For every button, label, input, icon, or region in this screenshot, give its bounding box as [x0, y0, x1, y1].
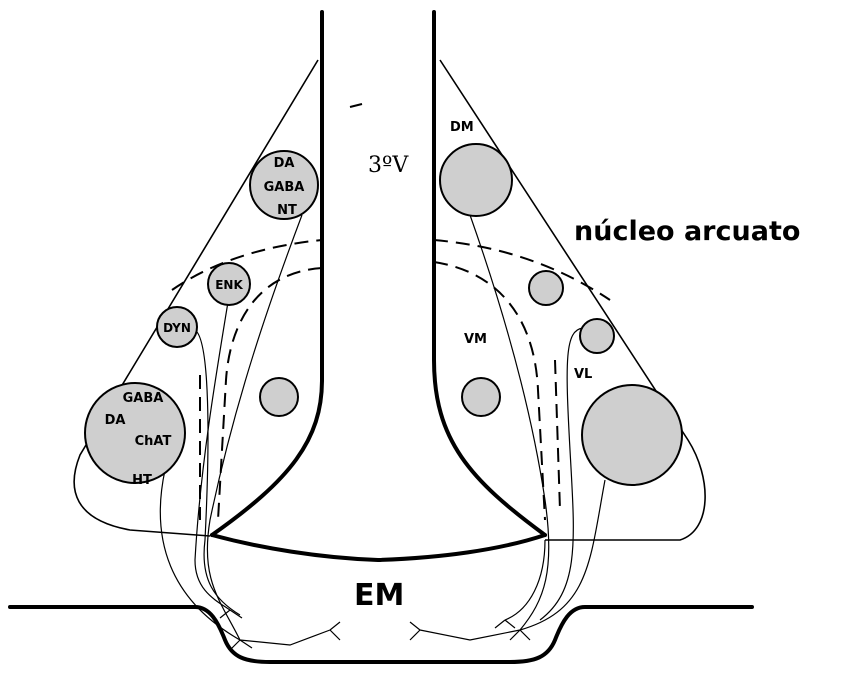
fiber-right-mid	[505, 540, 545, 620]
nucleus-right-small-upper	[529, 271, 563, 305]
fiber-bottom-left	[160, 470, 330, 645]
terminal-left-3	[330, 622, 340, 640]
terminal-right-1	[410, 622, 420, 640]
boundary-dashed-right-lower	[555, 360, 560, 510]
ventricle-label: 3ºV	[368, 153, 409, 178]
nucleus-bottom-left-label-4: HT	[132, 473, 152, 488]
nucleus-bottom-left-label-3: ChAT	[135, 434, 172, 449]
region-label-vl: VL	[574, 367, 592, 382]
terminal-right-3	[495, 620, 515, 628]
nucleus-top-left-label-1: DA	[274, 156, 295, 171]
nucleus-vl-large	[582, 385, 682, 485]
boundary-dashed-right-upper	[434, 240, 610, 300]
nucleus-bottom-left-label-1: GABA	[123, 391, 164, 406]
fiber-dyn	[195, 330, 240, 615]
ventricle-mark	[350, 104, 362, 107]
diagram-title: núcleo arcuato	[574, 216, 800, 247]
ventricle-floor	[212, 535, 545, 560]
region-label-dm: DM	[450, 120, 474, 135]
eminence-label: EM	[354, 578, 404, 613]
terminal-left-1	[230, 640, 252, 650]
nucleus-mid-left	[260, 378, 298, 416]
nucleus-enk-label: ENK	[215, 278, 243, 292]
nucleus-right-small-vl	[580, 319, 614, 353]
median-eminence-floor	[10, 607, 752, 662]
nucleus-bottom-left-label-2: DA	[105, 413, 126, 428]
nucleus-top-left-label-2: GABA	[264, 180, 305, 195]
region-label-vm: VM	[464, 332, 487, 347]
nucleus-right-mid	[462, 378, 500, 416]
nucleus-dm	[440, 144, 512, 216]
nucleus-dyn-label: DYN	[163, 321, 191, 335]
nucleus-top-left-label-3: NT	[277, 203, 297, 218]
